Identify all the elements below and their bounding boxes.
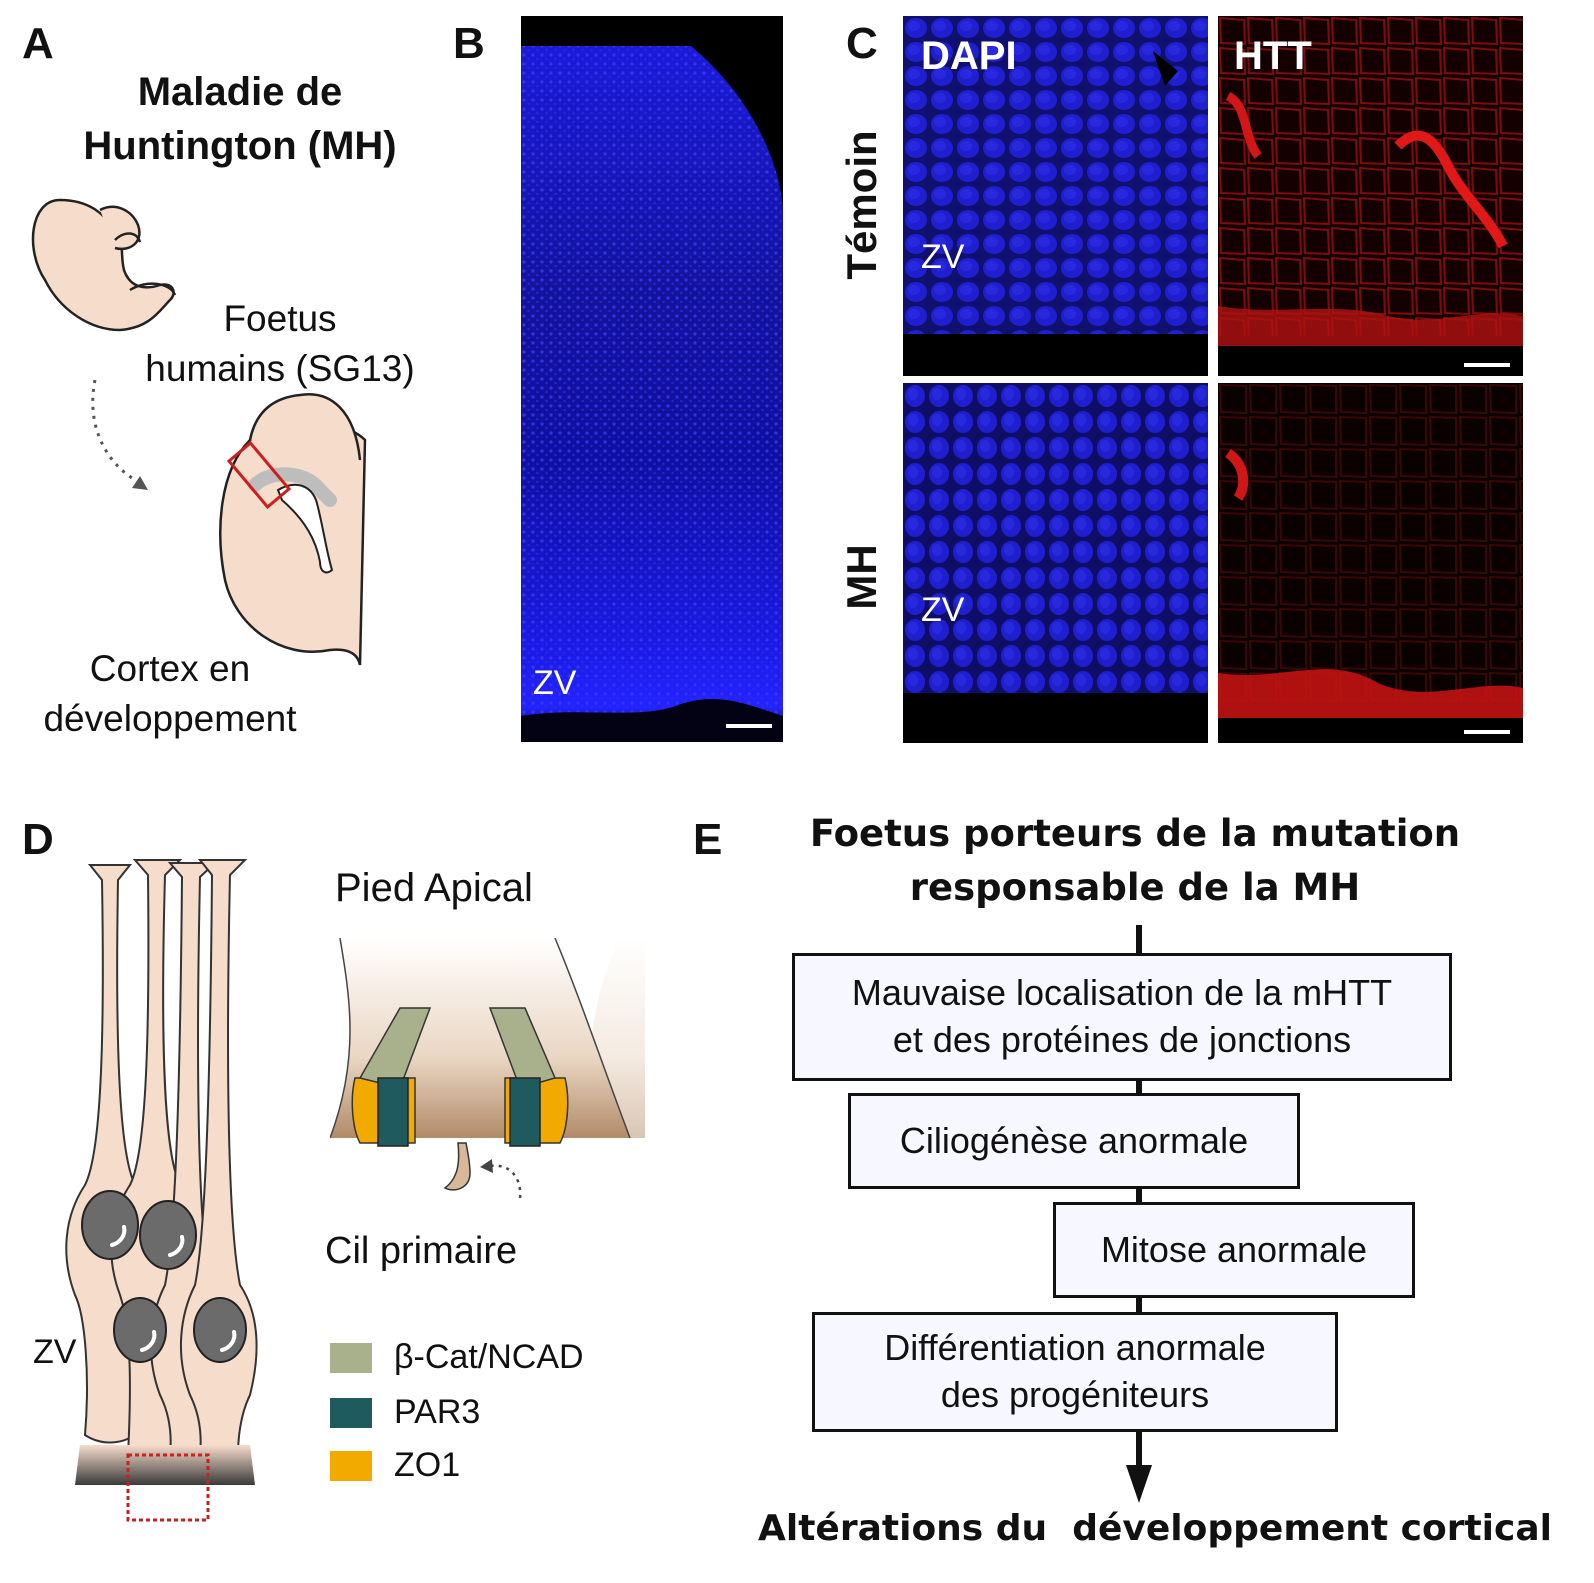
flow-step-1-line1: Mauvaise localisation de la mHTT (851, 972, 1393, 1014)
row-label-control: Témoin (838, 130, 885, 280)
scale-bar (1464, 363, 1510, 367)
legend-item-beta-cat: β-Cat/NCAD (330, 1338, 584, 1377)
legend-label-par3: PAR3 (394, 1393, 481, 1431)
flow-step-ciliogenesis: Ciliogénèse anormale (848, 1093, 1300, 1189)
cilium-label: Cil primaire (325, 1230, 518, 1272)
panel-b-zone-label: ZV (533, 664, 577, 702)
legend-label-zo1: ZO1 (394, 1446, 461, 1484)
flow-step-2-line1: Ciliogénèse anormale (899, 1119, 1249, 1161)
legend-item-zo1: ZO1 (330, 1446, 460, 1485)
panel-label-a: A (22, 19, 54, 68)
panel-label-c: C (846, 19, 878, 68)
panel-e-title-line2: responsable de la MH (909, 866, 1361, 909)
micrograph-htt-control: HTT (1218, 16, 1523, 376)
column-label-dapi: DAPI (921, 34, 1017, 78)
column-label-htt: HTT (1234, 34, 1312, 78)
radial-glia-cells-illustration (65, 859, 258, 1522)
fetus-label-line2: humains (SG13) (145, 348, 415, 389)
micrograph-htt-hd (1218, 383, 1523, 743)
panel-c-zone-label-bottom: ZV (921, 591, 965, 629)
apical-foot-illustration (330, 938, 645, 1198)
micrograph-dapi-hd: ZV (903, 383, 1208, 743)
panel-d-zone-label: ZV (33, 1333, 77, 1371)
panel-label-e: E (693, 815, 723, 864)
panel-a-title-line2: Huntington (MH) (83, 124, 397, 168)
cortex-label-line1: Cortex en (89, 648, 251, 689)
developing-cortex-icon (219, 393, 367, 666)
cortex-label-line2: développement (43, 698, 297, 739)
par3-right (509, 1077, 541, 1147)
fetus-label-line1: Foetus (223, 298, 337, 339)
flow-step-mislocalisation: Mauvaise localisation de la mHTT et des … (792, 953, 1452, 1081)
panel-c-zone-label-top: ZV (921, 238, 965, 276)
scale-bar (726, 724, 772, 728)
flow-step-4-line2: des progéniteurs (940, 1374, 1210, 1415)
panel-a-illustration (31, 198, 367, 666)
scale-bar (1464, 730, 1510, 734)
flow-outcome: Altérations du développement cortical (758, 1508, 1552, 1549)
apical-foot-highlight-box (126, 1453, 210, 1522)
micrograph-dapi-control: DAPI ZV (903, 16, 1208, 376)
row-label-hd: MH (838, 544, 885, 610)
cilium-arrow-icon (489, 1164, 522, 1198)
flow-step-3-line1: Mitose anormale (1100, 1228, 1368, 1270)
region-highlight-box (226, 440, 292, 510)
legend-swatch-par3 (330, 1397, 372, 1428)
dotted-arrow-icon (91, 379, 146, 487)
panel-label-d: D (22, 815, 54, 864)
legend-label-beta-cat: β-Cat/NCAD (394, 1338, 584, 1376)
flow-step-4-line1: Différentiation anormale (884, 1327, 1266, 1369)
panel-b-micrograph: ZV (521, 16, 783, 742)
legend-swatch-beta-cat (330, 1342, 372, 1373)
legend-swatch-zo1 (330, 1450, 372, 1481)
fetus-icon (31, 198, 177, 332)
par3-left (377, 1077, 409, 1147)
legend-item-par3: PAR3 (330, 1393, 480, 1432)
panel-label-b: B (453, 19, 485, 68)
primary-cilium-icon (443, 1142, 471, 1191)
beta-cat-right (488, 1007, 557, 1089)
panel-a-title-line1: Maladie de (137, 70, 343, 114)
flow-step-mitosis: Mitose anormale (1053, 1202, 1415, 1298)
flow-step-1-line2: et des protéines de jonctions (892, 1019, 1352, 1060)
panel-e-title-line1: Foetus porteurs de la mutation (809, 812, 1461, 855)
apical-foot-title: Pied Apical (335, 866, 533, 910)
flow-step-differentiation: Différentiation anormale des progéniteur… (812, 1312, 1338, 1432)
